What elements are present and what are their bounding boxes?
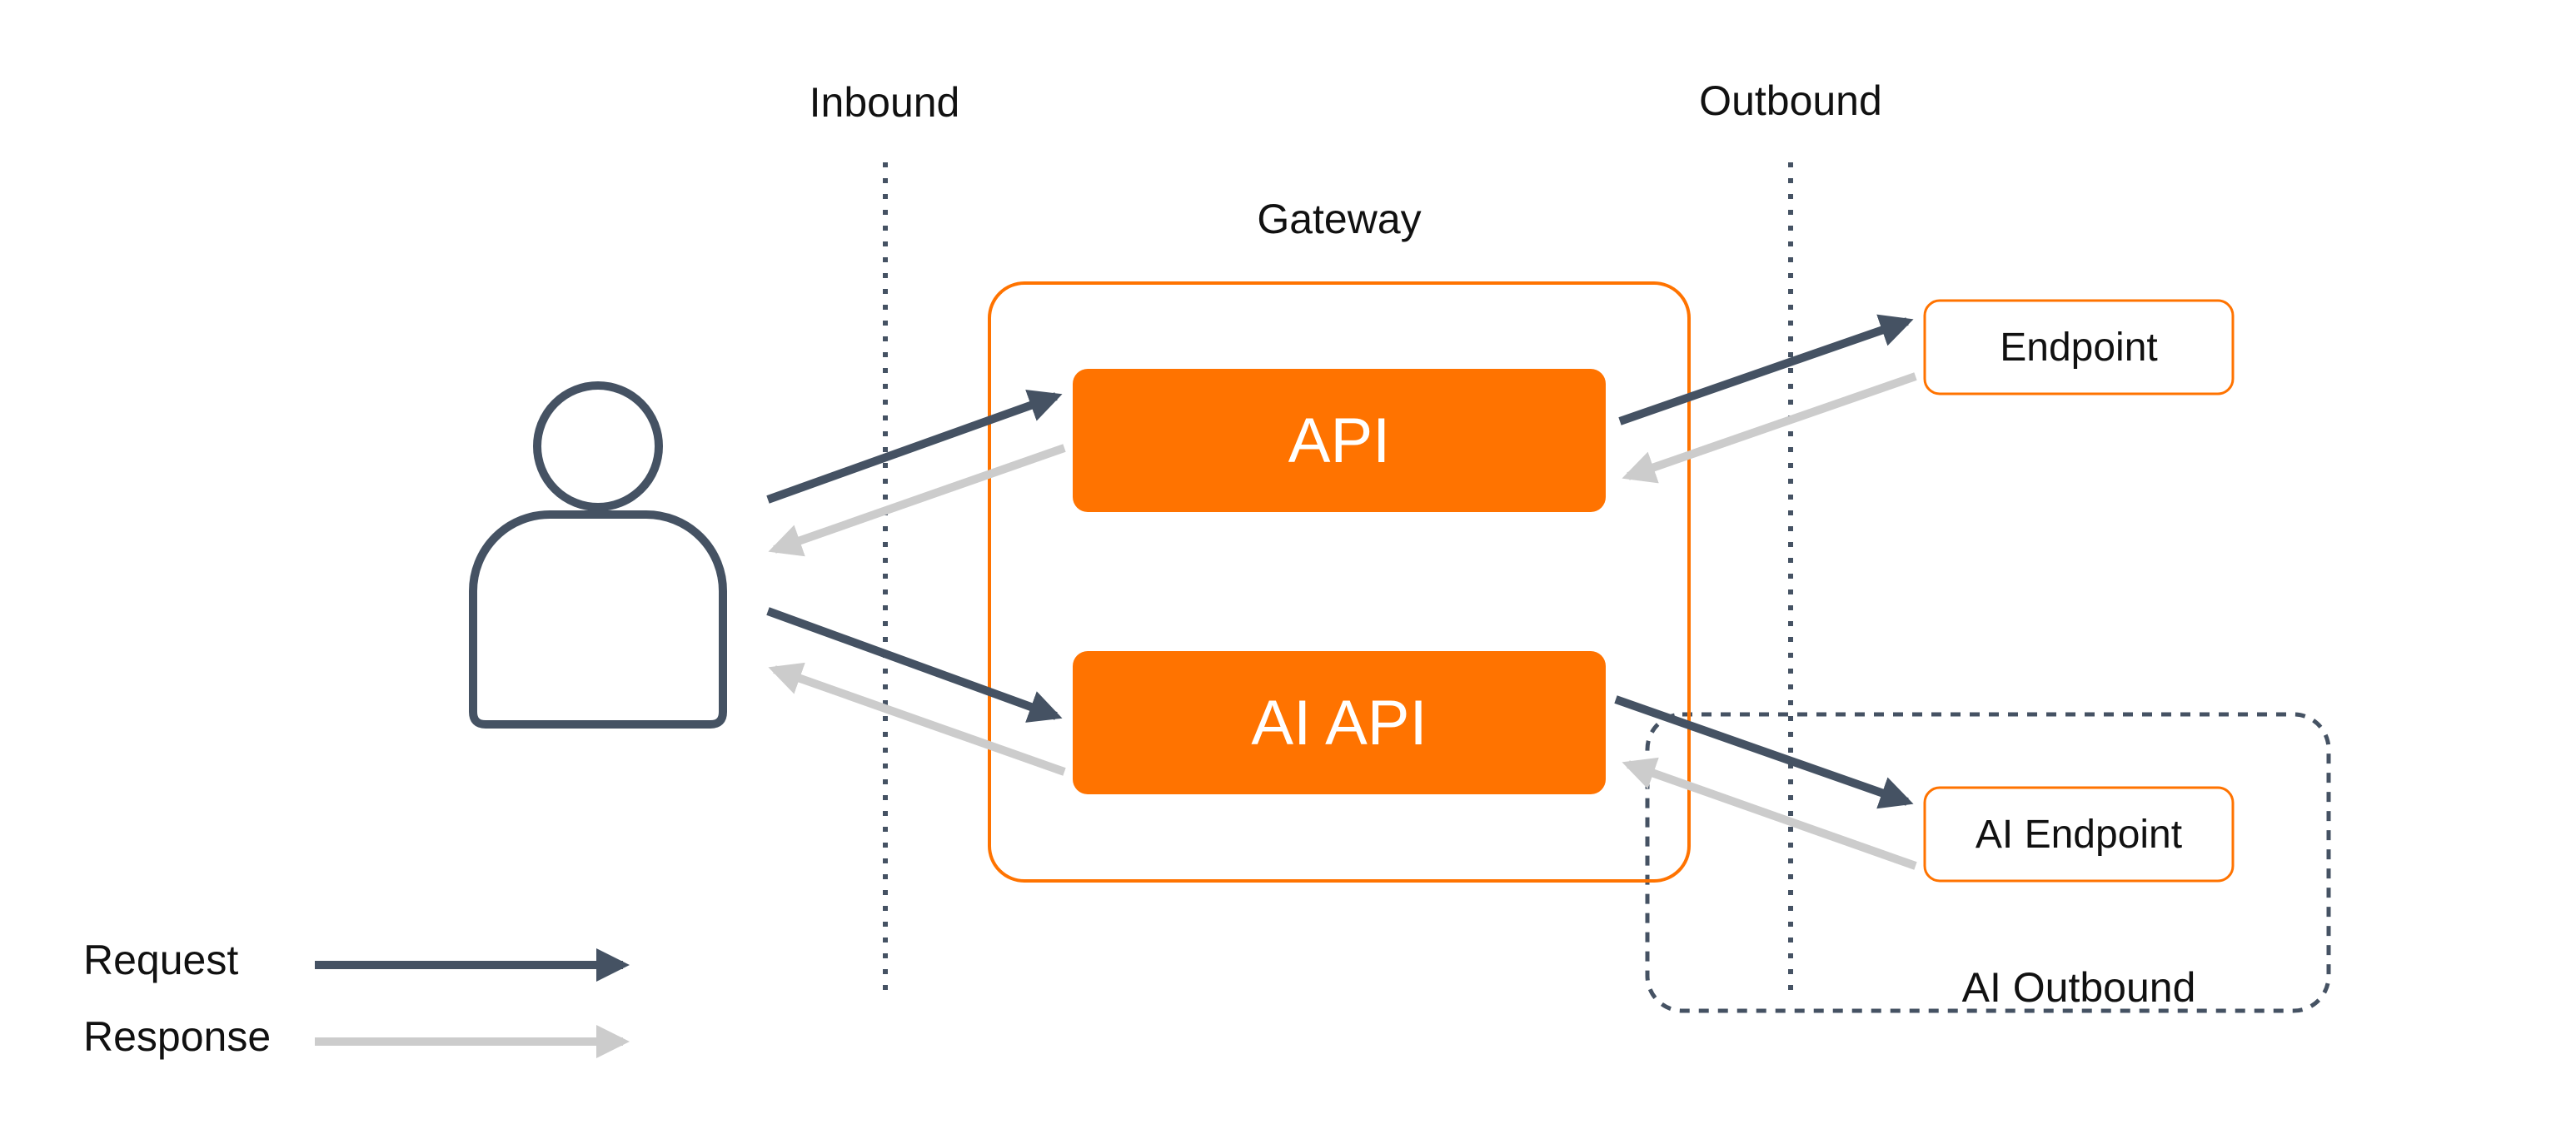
response-arrow-ai-api-to-user <box>768 662 1066 776</box>
ai-outbound-label: AI Outbound <box>1962 964 2196 1011</box>
response-arrow-endpoint-to-api <box>1622 372 1917 484</box>
ai-api-label: AI API <box>1251 688 1427 758</box>
request-arrow-api-to-endpoint <box>1618 314 1914 425</box>
request-arrow-user-to-api <box>766 389 1063 504</box>
legend-response-label: Response <box>83 1013 271 1060</box>
request-arrow-user-to-ai-api <box>766 607 1063 723</box>
api-box[interactable] <box>1073 369 1606 512</box>
legend-request-label: Request <box>83 937 238 983</box>
ai-endpoint-box[interactable] <box>1923 786 2235 883</box>
ai-api-box[interactable] <box>1073 651 1606 794</box>
ai-endpoint-node[interactable]: AI Endpoint <box>1923 786 2235 883</box>
gateway-box <box>988 281 1691 883</box>
inbound-label: Inbound <box>810 79 960 126</box>
api-label: API <box>1288 405 1391 476</box>
response-arrow-ai-endpoint-to-ai-api <box>1622 757 1917 870</box>
endpoint-box[interactable] <box>1923 299 2235 395</box>
request-arrow-ai-api-to-ai-endpoint <box>1614 695 1914 809</box>
ai-endpoint-label: AI Endpoint <box>1976 813 2182 857</box>
user-icon <box>469 381 727 729</box>
endpoint-label: Endpoint <box>2000 326 2158 370</box>
ai-api-node[interactable]: AI API <box>1073 651 1606 794</box>
api-node[interactable]: API <box>1073 369 1606 512</box>
legend: Request Response <box>83 937 630 1060</box>
ai-outbound-region <box>1645 712 2331 1013</box>
gateway-label: Gateway <box>1257 196 1421 242</box>
outbound-label: Outbound <box>1699 77 1882 124</box>
response-arrow-api-to-user <box>768 444 1066 557</box>
endpoint-node[interactable]: Endpoint <box>1923 299 2235 395</box>
